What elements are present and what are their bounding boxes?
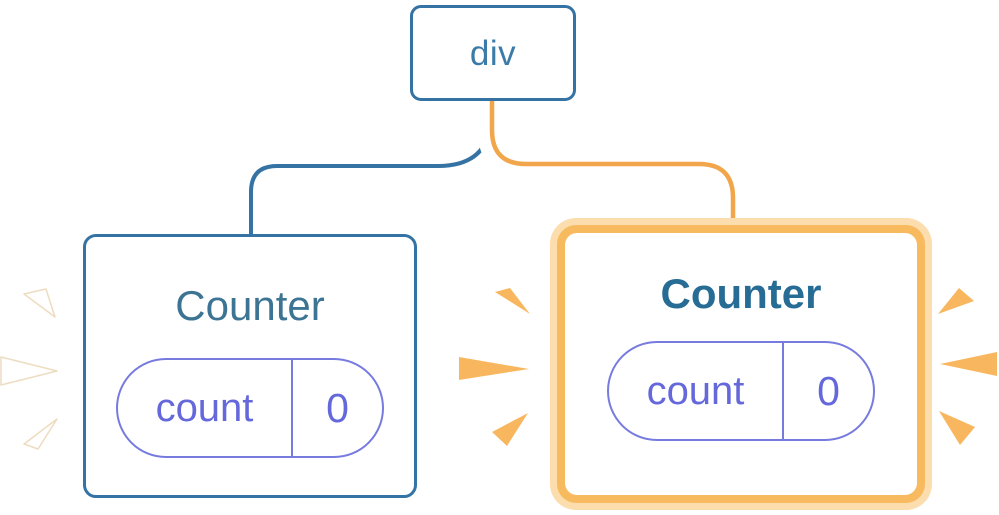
state-key: count: [609, 343, 784, 439]
root-node-div: div: [410, 5, 576, 101]
state-pill: count 0: [607, 341, 875, 441]
wire-to-left-counter: [249, 98, 494, 236]
counter-card-left: Counter count 0: [83, 234, 417, 498]
spark-icon: [939, 411, 975, 445]
spark-icon: [0, 356, 58, 386]
state-value: 0: [817, 367, 840, 414]
wire-casing: [477, 96, 748, 224]
spark-icon: [495, 288, 530, 314]
spark-icon: [940, 352, 997, 376]
counter-card-right: Counter count 0: [565, 233, 917, 495]
counter-title: Counter: [175, 282, 325, 329]
state-value: 0: [326, 384, 349, 431]
wire-to-right-counter: [489, 98, 736, 232]
spark-icon: [23, 418, 58, 450]
counter-title: Counter: [660, 270, 822, 317]
sparks-inner-orange: [459, 288, 530, 446]
spark-icon: [938, 288, 974, 314]
counter-card-right-border: Counter count 0: [557, 225, 925, 503]
sparks-left-white: [0, 288, 58, 450]
spark-icon: [492, 413, 528, 446]
root-node-label: div: [469, 33, 517, 73]
counter-card-right-highlight-ring: Counter count 0: [550, 218, 932, 510]
state-pill: count 0: [116, 358, 384, 458]
spark-icon: [459, 357, 529, 380]
sparks-right-orange: [938, 288, 997, 445]
state-key: count: [118, 360, 293, 456]
spark-icon: [23, 288, 56, 318]
